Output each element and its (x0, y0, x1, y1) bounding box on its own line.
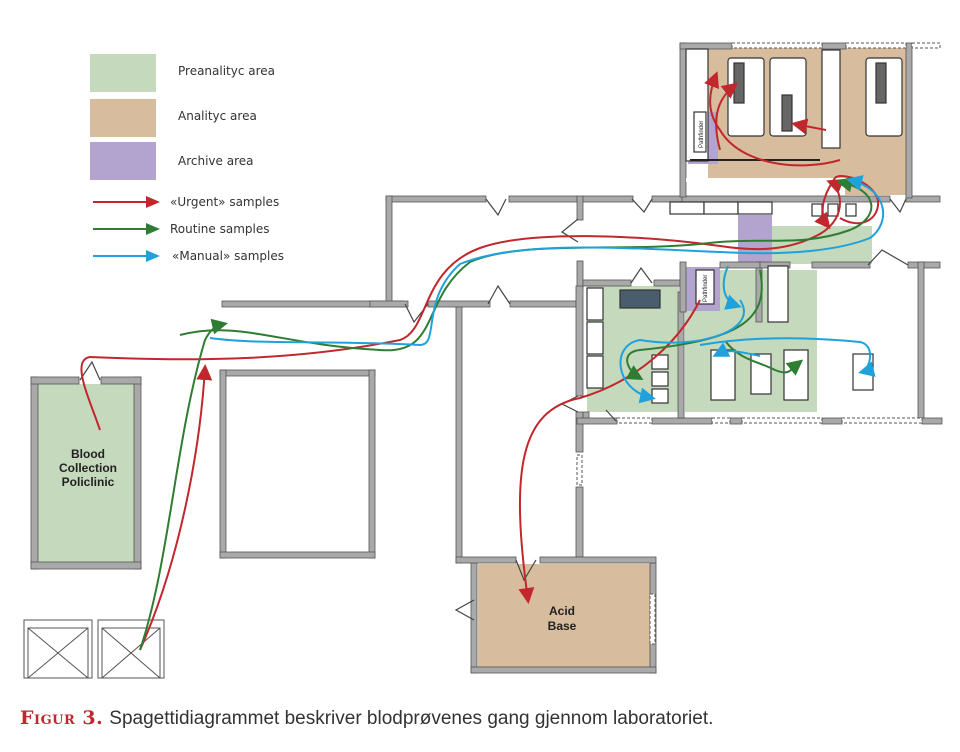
legend-arrowhead-manual (146, 250, 160, 262)
figure-label: Figur 3. (20, 707, 104, 729)
room-label-blood-3: Policlinic (62, 475, 115, 489)
urgent-path-analytic-2 (791, 118, 827, 135)
routine-path-lab (625, 269, 763, 380)
figure-caption: Figur 3.Spagettidiagrammet beskriver blo… (20, 707, 713, 730)
manual-path-right (699, 337, 876, 377)
urgent-path-analytic-1 (704, 71, 841, 167)
legend-swatch-archive (90, 142, 156, 180)
routine-path-benches (725, 341, 804, 376)
room-label-blood-2: Collection (59, 461, 117, 475)
legend-arrowhead-routine (146, 223, 160, 235)
legend-label-analytic: Analityc area (178, 109, 257, 123)
pathfinder-label-top: Pathfinder (699, 121, 705, 148)
room-label-acid-2: Base (548, 619, 577, 633)
archive-area-corridor (738, 215, 772, 263)
legend-label-routine: Routine samples (170, 222, 269, 236)
manual-path-corridor (209, 175, 885, 347)
urgent-path-acidbase (518, 299, 701, 604)
legend: Preanalityc area Analityc area Archive a… (90, 54, 284, 263)
legend-label-archive: Archive area (178, 154, 253, 168)
routine-path-elevator (139, 318, 228, 651)
urgent-path-analytic-3 (715, 82, 739, 151)
flow-urgent (80, 71, 880, 651)
floor-plan: Preanalityc area Analityc area Archive a… (23, 42, 943, 679)
urgent-path-policlinic (80, 179, 845, 431)
manual-path-lab-loop (619, 299, 745, 404)
doors (79, 198, 909, 621)
acid-base-area (478, 564, 650, 672)
manual-path-pathfinder (722, 265, 742, 310)
figure-caption-text: Spagettidiagrammet beskriver blodprøvene… (109, 708, 714, 729)
manual-path-bench (712, 342, 761, 357)
equipment (586, 48, 903, 404)
legend-swatch-analytic (90, 99, 156, 137)
legend-swatch-preanalytic (90, 54, 156, 92)
legend-label-urgent: «Urgent» samples (170, 195, 279, 209)
blood-collection-area (38, 384, 134, 562)
elevators (23, 619, 165, 679)
flow-manual (209, 175, 885, 404)
legend-arrowhead-urgent (146, 196, 160, 208)
room-label-blood-1: Blood (71, 447, 105, 461)
legend-label-manual: «Manual» samples (172, 249, 284, 263)
urgent-path-elevator (139, 364, 213, 651)
legend-label-preanalytic: Preanalityc area (178, 64, 275, 78)
pathfinder-label-lab: Pathfinder (703, 275, 709, 302)
windows (576, 42, 941, 645)
room-label-acid-1: Acid (549, 604, 575, 618)
